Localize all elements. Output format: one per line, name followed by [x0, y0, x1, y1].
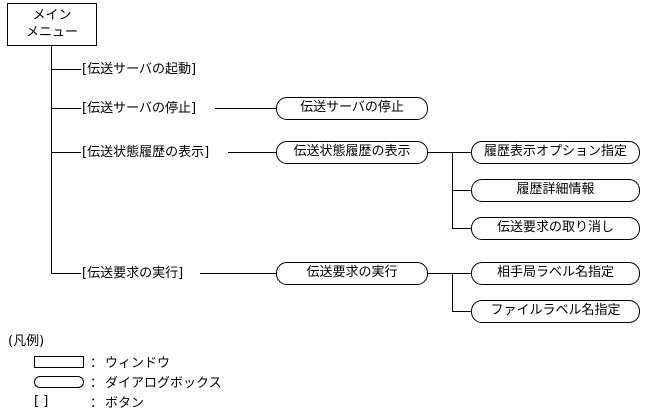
connector-dialog-4-to-branch: [428, 273, 452, 274]
legend-item-button: [ ] ： ボタン: [34, 392, 144, 411]
connector-trunk-to-button-4: [51, 273, 81, 274]
dialog-history-display-option[interactable]: 履歴表示オプション指定: [471, 141, 640, 164]
connector-dialog-3-to-branch: [428, 152, 452, 153]
dialog-file-label-name[interactable]: ファイルラベル名指定: [471, 300, 640, 323]
connector-button-2-to-dialog-2: [215, 108, 276, 109]
connector-branch-to-child-4-2: [452, 311, 471, 312]
connector-button-4-to-dialog-4: [200, 273, 276, 274]
dialog-history-display-option-label: 履歴表示オプション指定: [483, 144, 627, 160]
dialog-partner-station-label-name-label: 相手局ラベル名指定: [496, 265, 614, 281]
branch-vertical-request: [452, 273, 453, 312]
dialog-stop-transfer-server-label: 伝送サーバの停止: [300, 100, 404, 116]
window-main-menu[interactable]: メイン メニュー: [7, 3, 97, 46]
dialog-history-detail-info[interactable]: 履歴詳細情報: [471, 179, 640, 202]
window-main-menu-label-line1: メイン: [32, 8, 72, 24]
connector-branch-to-child-3-1: [452, 152, 471, 153]
connector-trunk-to-button-3: [51, 152, 81, 153]
dialog-file-label-name-label: ファイルラベル名指定: [490, 303, 621, 319]
dialog-show-transfer-history[interactable]: 伝送状態履歴の表示: [276, 141, 428, 164]
dialog-rounded-icon: [34, 375, 90, 388]
legend-item-window: ： ウィンドウ: [34, 352, 170, 371]
trunk-vertical-line: [51, 46, 52, 273]
legend-separator-button: ：: [90, 396, 104, 411]
legend-label-button: ボタン: [105, 396, 145, 411]
dialog-history-detail-info-label: 履歴詳細情報: [516, 182, 595, 198]
connector-branch-to-child-3-3: [452, 228, 471, 229]
connector-trunk-to-button-1: [51, 69, 81, 70]
button-bracket-text: [ ]: [34, 393, 49, 409]
button-stop-transfer-server[interactable]: [伝送サーバの停止]: [82, 101, 197, 116]
legend-title: (凡例): [8, 334, 45, 349]
dialog-partner-station-label-name[interactable]: 相手局ラベル名指定: [471, 262, 640, 285]
window-rect-icon: [34, 355, 90, 368]
button-execute-transfer-request[interactable]: [伝送要求の実行]: [82, 266, 184, 281]
dialog-execute-transfer-request[interactable]: 伝送要求の実行: [276, 262, 428, 285]
legend-label-dialog: ダイアログボックス: [105, 376, 222, 391]
connector-trunk-to-button-2: [51, 108, 81, 109]
button-bracket-icon: [ ]: [34, 393, 90, 409]
dialog-stop-transfer-server[interactable]: 伝送サーバの停止: [276, 97, 428, 120]
legend-item-dialog: ： ダイアログボックス: [34, 372, 222, 391]
connector-branch-to-child-4-1: [452, 273, 471, 274]
window-main-menu-label-line2: メニュー: [25, 24, 78, 40]
legend-separator-dialog: ：: [90, 376, 104, 391]
connector-branch-to-child-3-2: [452, 190, 471, 191]
dialog-execute-transfer-request-label: 伝送要求の実行: [306, 265, 398, 281]
legend-label-window: ウィンドウ: [105, 356, 171, 371]
dialog-cancel-transfer-request[interactable]: 伝送要求の取り消し: [471, 217, 640, 240]
button-start-transfer-server[interactable]: [伝送サーバの起動]: [82, 62, 197, 77]
connector-button-3-to-dialog-3: [228, 152, 276, 153]
dialog-show-transfer-history-label: 伝送状態履歴の表示: [293, 144, 411, 160]
legend-separator-window: ：: [90, 356, 104, 371]
dialog-cancel-transfer-request-label: 伝送要求の取り消し: [496, 220, 614, 236]
button-show-transfer-history[interactable]: [伝送状態履歴の表示]: [82, 145, 210, 160]
